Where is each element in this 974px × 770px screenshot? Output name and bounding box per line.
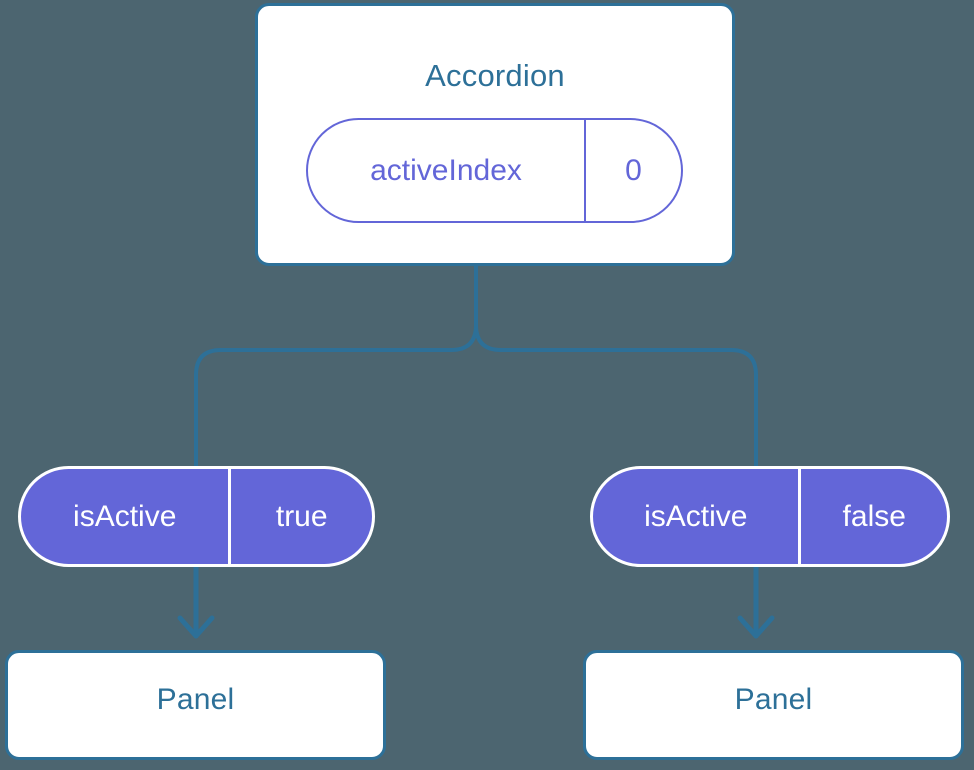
accordion-state-key: activeIndex xyxy=(308,120,587,221)
right-prop-value: false xyxy=(842,499,906,533)
left-prop-key: isActive xyxy=(21,469,232,564)
left-panel-title: Panel xyxy=(156,683,235,716)
right-panel-node[interactable]: Panel xyxy=(583,650,964,760)
left-prop-pill[interactable]: isActive true xyxy=(18,466,375,567)
arrow-head-right-icon xyxy=(737,615,775,639)
accordion-title: Accordion xyxy=(425,58,565,93)
arrow-head-left-icon xyxy=(177,615,215,639)
right-prop-key: isActive xyxy=(593,469,802,564)
right-prop-pill[interactable]: isActive false xyxy=(590,466,950,567)
right-panel-title: Panel xyxy=(734,683,813,716)
accordion-state-pill[interactable]: activeIndex 0 xyxy=(306,118,683,223)
left-panel-node[interactable]: Panel xyxy=(5,650,386,760)
connector-accordion-to-right xyxy=(474,264,758,468)
accordion-state-value: 0 xyxy=(625,153,642,187)
connector-accordion-to-left xyxy=(194,264,478,468)
left-prop-value: true xyxy=(275,499,328,533)
